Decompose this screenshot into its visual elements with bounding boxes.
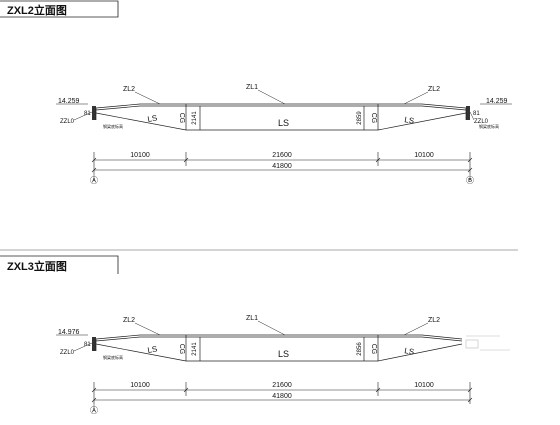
member-zl2-right: ZL2	[428, 317, 440, 324]
dim-left: 10100	[130, 152, 150, 159]
faint-right-detail	[465, 335, 510, 351]
label-cg-left: CG	[178, 113, 185, 124]
member-zl2-right: ZL2	[428, 86, 440, 93]
end-plate-left	[92, 106, 96, 120]
height-right: 2856	[357, 342, 363, 356]
panel-title: ZXL3立面图	[7, 259, 67, 273]
beam-outline	[95, 334, 463, 362]
panel-zxl2: ZXL2立面图 14.259 14.259 81 81	[0, 0, 512, 185]
label-cg-left: CG	[178, 344, 185, 355]
beam-outline	[95, 103, 467, 131]
axis-bubble-right: Ⓑ	[466, 176, 474, 185]
member-zzl0-left: ZZL0	[60, 350, 75, 356]
panel-title: ZXL2立面图	[7, 3, 67, 17]
axis-bubble-left: Ⓐ	[90, 176, 98, 185]
member-zl1: ZL1	[246, 84, 258, 91]
leaders	[73, 89, 475, 121]
height-left: 2141	[192, 111, 198, 125]
label-ls-right: LS	[404, 346, 415, 357]
axis-bubble-left: Ⓐ	[90, 406, 98, 415]
dim-right: 10100	[414, 152, 434, 159]
dim-mid: 21600	[272, 152, 292, 159]
label-ls-right: LS	[404, 115, 415, 126]
title-box	[0, 0, 119, 18]
note-left: 钢梁底标高	[103, 123, 123, 129]
dim-right: 10100	[414, 382, 434, 389]
dim-mid: 21600	[272, 382, 292, 389]
dim-total: 41800	[272, 393, 292, 400]
note-right: 钢梁底标高	[479, 123, 499, 129]
dim-left: 10100	[130, 382, 150, 389]
member-zl1: ZL1	[246, 315, 258, 322]
end-plate-left	[92, 337, 96, 351]
label-ls-mid: LS	[278, 349, 289, 359]
member-zzl0-right: ZZL0	[474, 119, 489, 125]
leaders	[73, 320, 429, 352]
dimension-lines	[91, 152, 473, 174]
elevation-right: 14.259	[486, 98, 508, 105]
label-ls-left: LS	[147, 344, 158, 355]
note-left: 钢梁底标高	[103, 354, 123, 360]
elevation-left: 14.976	[58, 329, 80, 336]
member-zl2-left: ZL2	[123, 86, 135, 93]
member-zl2-left: ZL2	[123, 317, 135, 324]
label-cg-right: CG	[370, 344, 377, 355]
elevation-left: 14.259	[58, 98, 80, 105]
label-ls-mid: LS	[278, 118, 289, 128]
member-zzl0-left: ZZL0	[60, 119, 75, 125]
height-right: 2859	[357, 111, 363, 125]
end-dim-right: 81	[473, 111, 480, 117]
dim-total: 41800	[272, 163, 292, 170]
end-plate-right	[466, 106, 470, 120]
dimension-lines	[91, 382, 473, 404]
label-cg-right: CG	[370, 113, 377, 124]
panel-zxl3: ZXL3立面图 14.976 81 ZL2 ZL1	[0, 255, 510, 415]
height-left: 2141	[192, 342, 198, 356]
label-ls-left: LS	[147, 113, 158, 124]
title-box	[0, 255, 119, 274]
